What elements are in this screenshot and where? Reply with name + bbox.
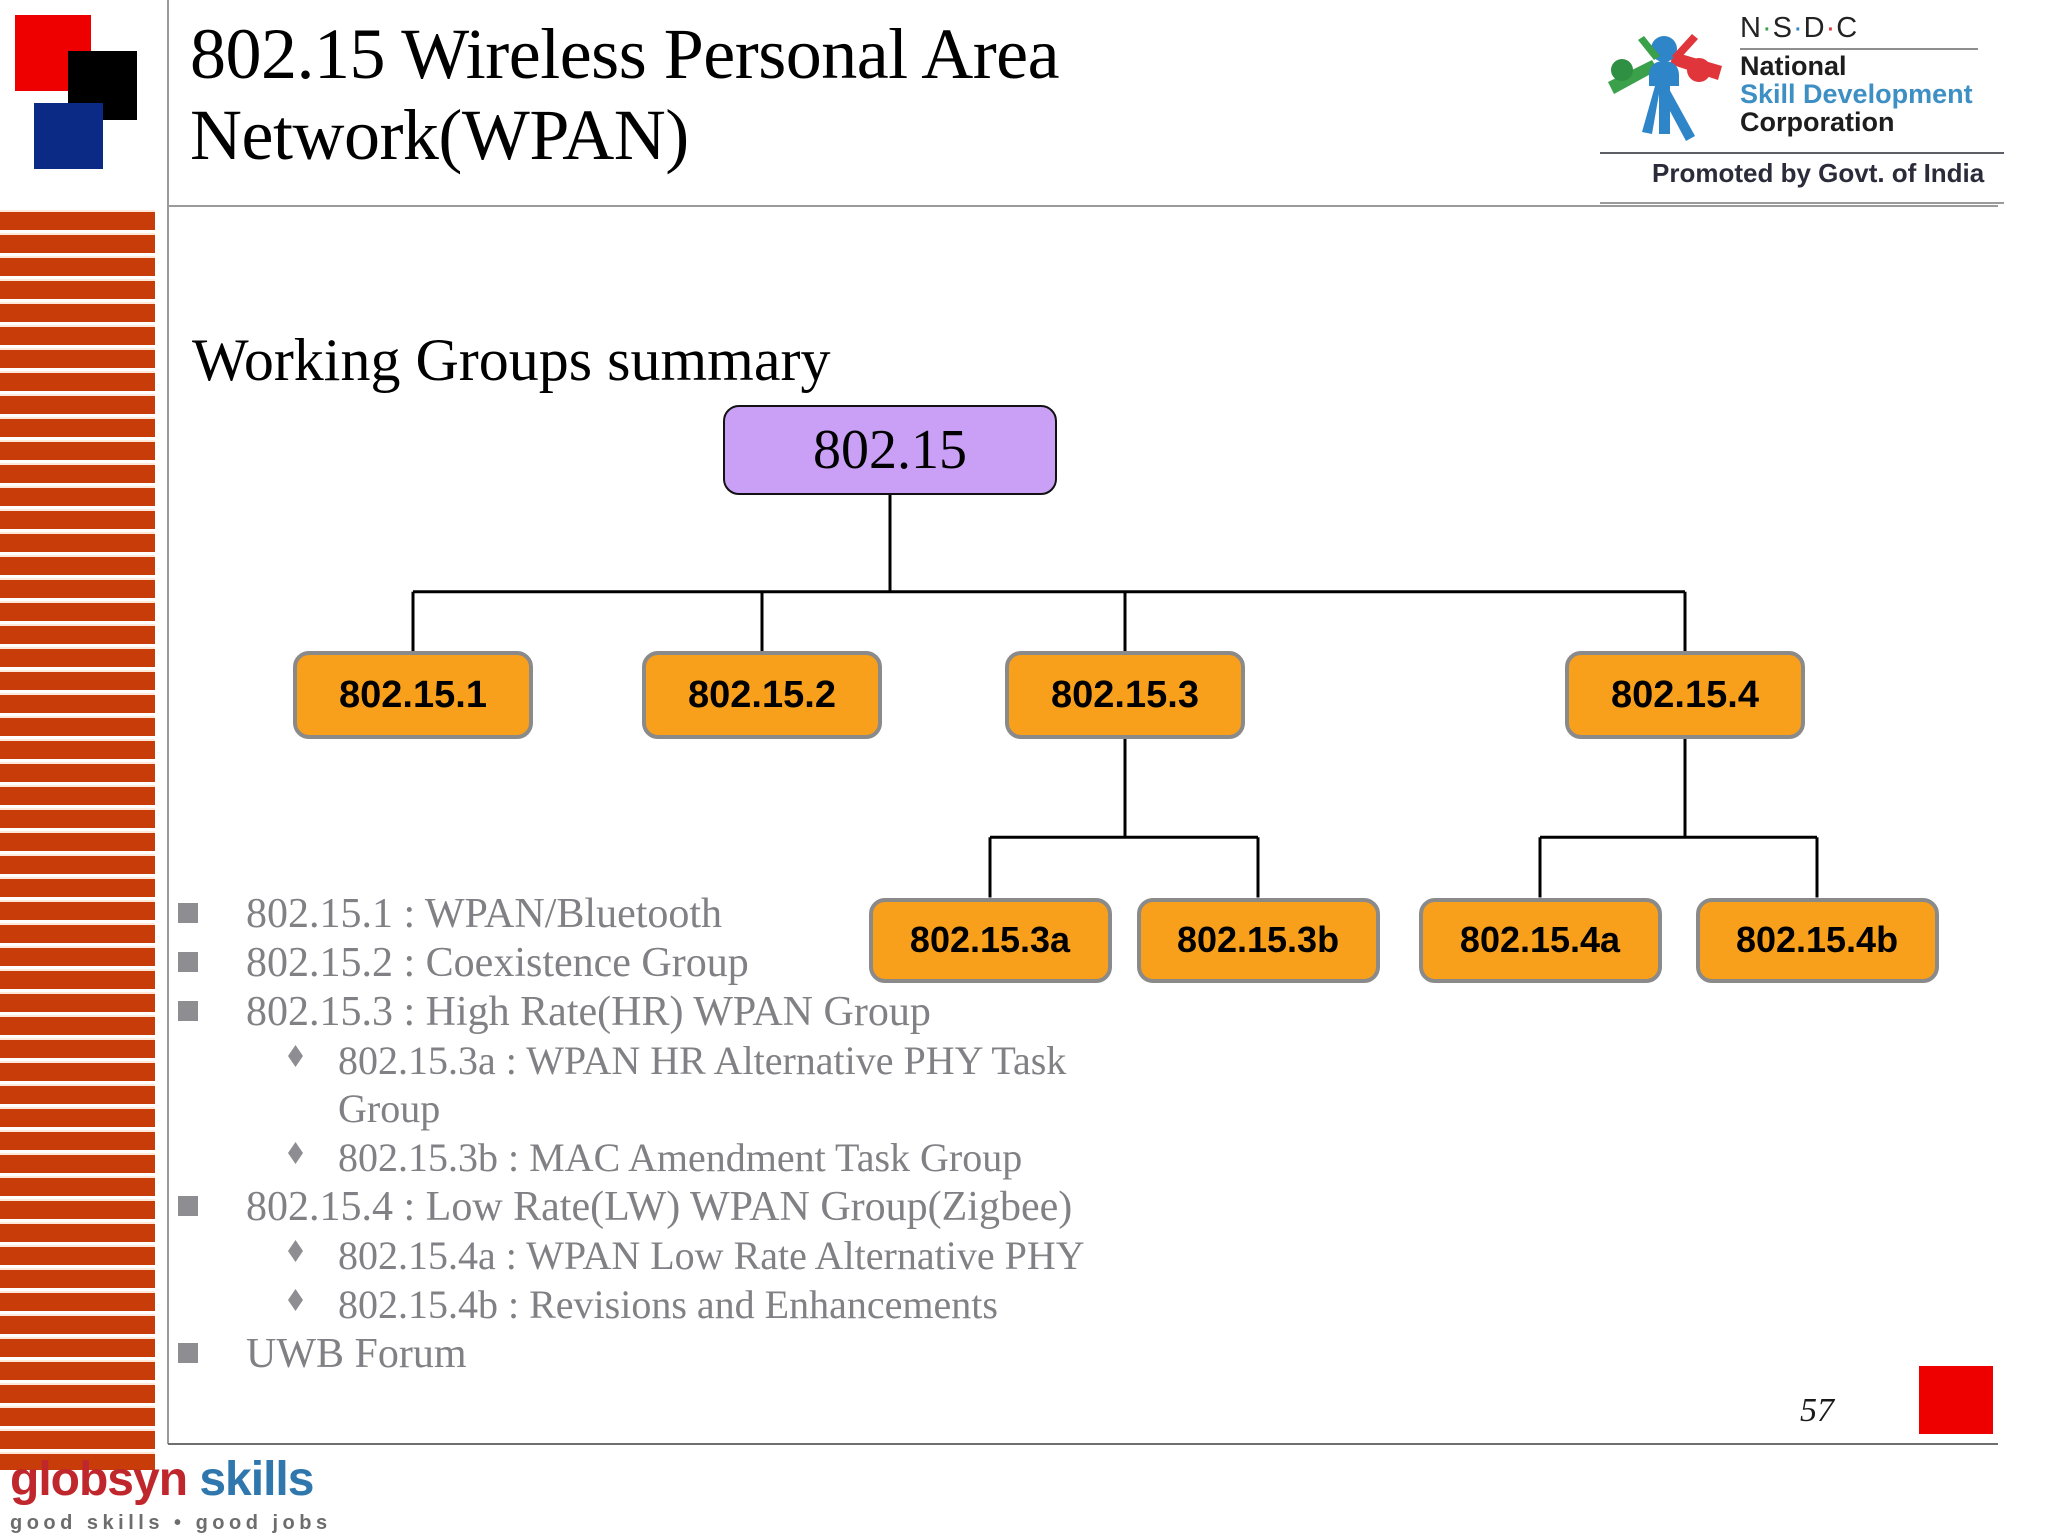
bullet-text: 802.15.4a : WPAN Low Rate Alternative PH… [338, 1233, 1085, 1278]
bullet-text: 802.15.4 : Low Rate(LW) WPAN Group(Zigbe… [246, 1184, 1073, 1230]
tree-node-label: 802.15.3 [1051, 673, 1199, 716]
tree-node-label: 802.15.4 [1611, 673, 1759, 716]
bullet-square-icon [178, 1001, 198, 1021]
tree-node-label: 802.15.1 [339, 673, 487, 716]
bullet-item: 802.15.4 : Low Rate(LW) WPAN Group(Zigbe… [178, 1183, 1178, 1231]
globsyn-wordmark: globsyn skills [10, 1456, 410, 1504]
tree-node-label: 802.15 [813, 419, 967, 481]
globsyn-tagline: good skills • good jobs [10, 1512, 332, 1534]
bullet-item: UWB Forum [178, 1330, 1178, 1378]
tree-node-label: 802.15.2 [688, 673, 836, 716]
corner-square-blue-icon [34, 103, 103, 169]
tree-node-n3a: 802.15.3a [868, 897, 1112, 983]
bullet-item: 802.15.2 : Coexistence Group [178, 939, 1178, 987]
bullet-diamond-icon [288, 1045, 303, 1067]
bullet-diamond-icon [288, 1289, 303, 1311]
globsyn-word-skills: skills [199, 1453, 314, 1506]
bullet-text: 802.15.2 : Coexistence Group [246, 940, 749, 986]
nsdc-initials-rule [1740, 48, 1978, 50]
bullet-square-icon [178, 1196, 198, 1216]
bullet-text: 802.15.3 : High Rate(HR) WPAN Group [246, 989, 931, 1035]
nsdc-promo-rule-top [1600, 152, 2004, 154]
bullet-item: 802.15.3b : MAC Amendment Task Group [178, 1134, 1178, 1182]
nsdc-line-national: National [1740, 51, 1847, 81]
title-divider [168, 205, 1998, 207]
bullet-item: 802.15.4a : WPAN Low Rate Alternative PH… [178, 1232, 1178, 1280]
footer-red-square-icon [1919, 1366, 1993, 1434]
tree-node-n1: 802.15.1 [293, 651, 533, 739]
tree-node-n2: 802.15.2 [642, 651, 882, 739]
tree-node-n4a: 802.15.4a [1418, 897, 1662, 983]
nsdc-line-skill-development: Skill Development [1740, 79, 1973, 110]
tree-node-label: 802.15.3b [1176, 919, 1340, 960]
bullet-square-icon [178, 952, 198, 972]
nsdc-initials: N·S·D·C [1740, 12, 1859, 44]
bullet-item: 802.15.3a : WPAN HR Alternative PHY Task… [178, 1037, 1178, 1133]
bullet-square-icon [178, 1343, 198, 1363]
tree-node-label: 802.15.4b [1735, 919, 1899, 960]
bullet-item: 802.15.4b : Revisions and Enhancements [178, 1281, 1178, 1329]
bullet-item: 802.15.3 : High Rate(HR) WPAN Group [178, 988, 1178, 1036]
left-divider [167, 0, 169, 1444]
globsyn-word-globsyn: globsyn [10, 1453, 188, 1506]
bullet-text: 802.15.1 : WPAN/Bluetooth [246, 891, 723, 937]
page-number: 57 [1800, 1392, 1834, 1429]
globsyn-logo: globsyn skills good skills • good jobs [10, 1456, 410, 1535]
bullet-item: 802.15.1 : WPAN/Bluetooth [178, 890, 1178, 938]
bullet-square-icon [178, 903, 198, 923]
nsdc-logo: N·S·D·C National Skill Development Corpo… [1592, 6, 2012, 204]
tree-node-n3: 802.15.3 [1005, 651, 1245, 739]
bullet-text: UWB Forum [246, 1331, 467, 1377]
tree-node-label: 802.15.3a [909, 919, 1071, 960]
tree-node-label: 802.15.4a [1459, 919, 1621, 960]
bottom-divider [168, 1443, 1998, 1445]
bullet-diamond-icon [288, 1142, 303, 1164]
nsdc-promoted-by: Promoted by Govt. of India [1652, 158, 1985, 188]
bullet-diamond-icon [288, 1240, 303, 1262]
tree-node-n4b: 802.15.4b [1695, 897, 1939, 983]
nsdc-promo-rule-bottom [1600, 202, 2004, 204]
tree-node-root: 802.15 [723, 405, 1057, 495]
bullet-text: 802.15.3a : WPAN HR Alternative PHY Task… [338, 1038, 1067, 1131]
nsdc-people-icon [1608, 34, 1722, 141]
nsdc-line-corporation: Corporation [1740, 107, 1895, 138]
section-heading: Working Groups summary [192, 327, 831, 393]
tree-node-n3b: 802.15.3b [1136, 897, 1380, 983]
bullet-text: 802.15.3b : MAC Amendment Task Group [338, 1135, 1023, 1180]
tree-node-n4: 802.15.4 [1565, 651, 1805, 739]
left-stripe-decoration [0, 207, 155, 1470]
bullet-text: 802.15.4b : Revisions and Enhancements [338, 1282, 998, 1327]
slide-title: 802.15 Wireless Personal Area Network(WP… [190, 14, 1060, 175]
